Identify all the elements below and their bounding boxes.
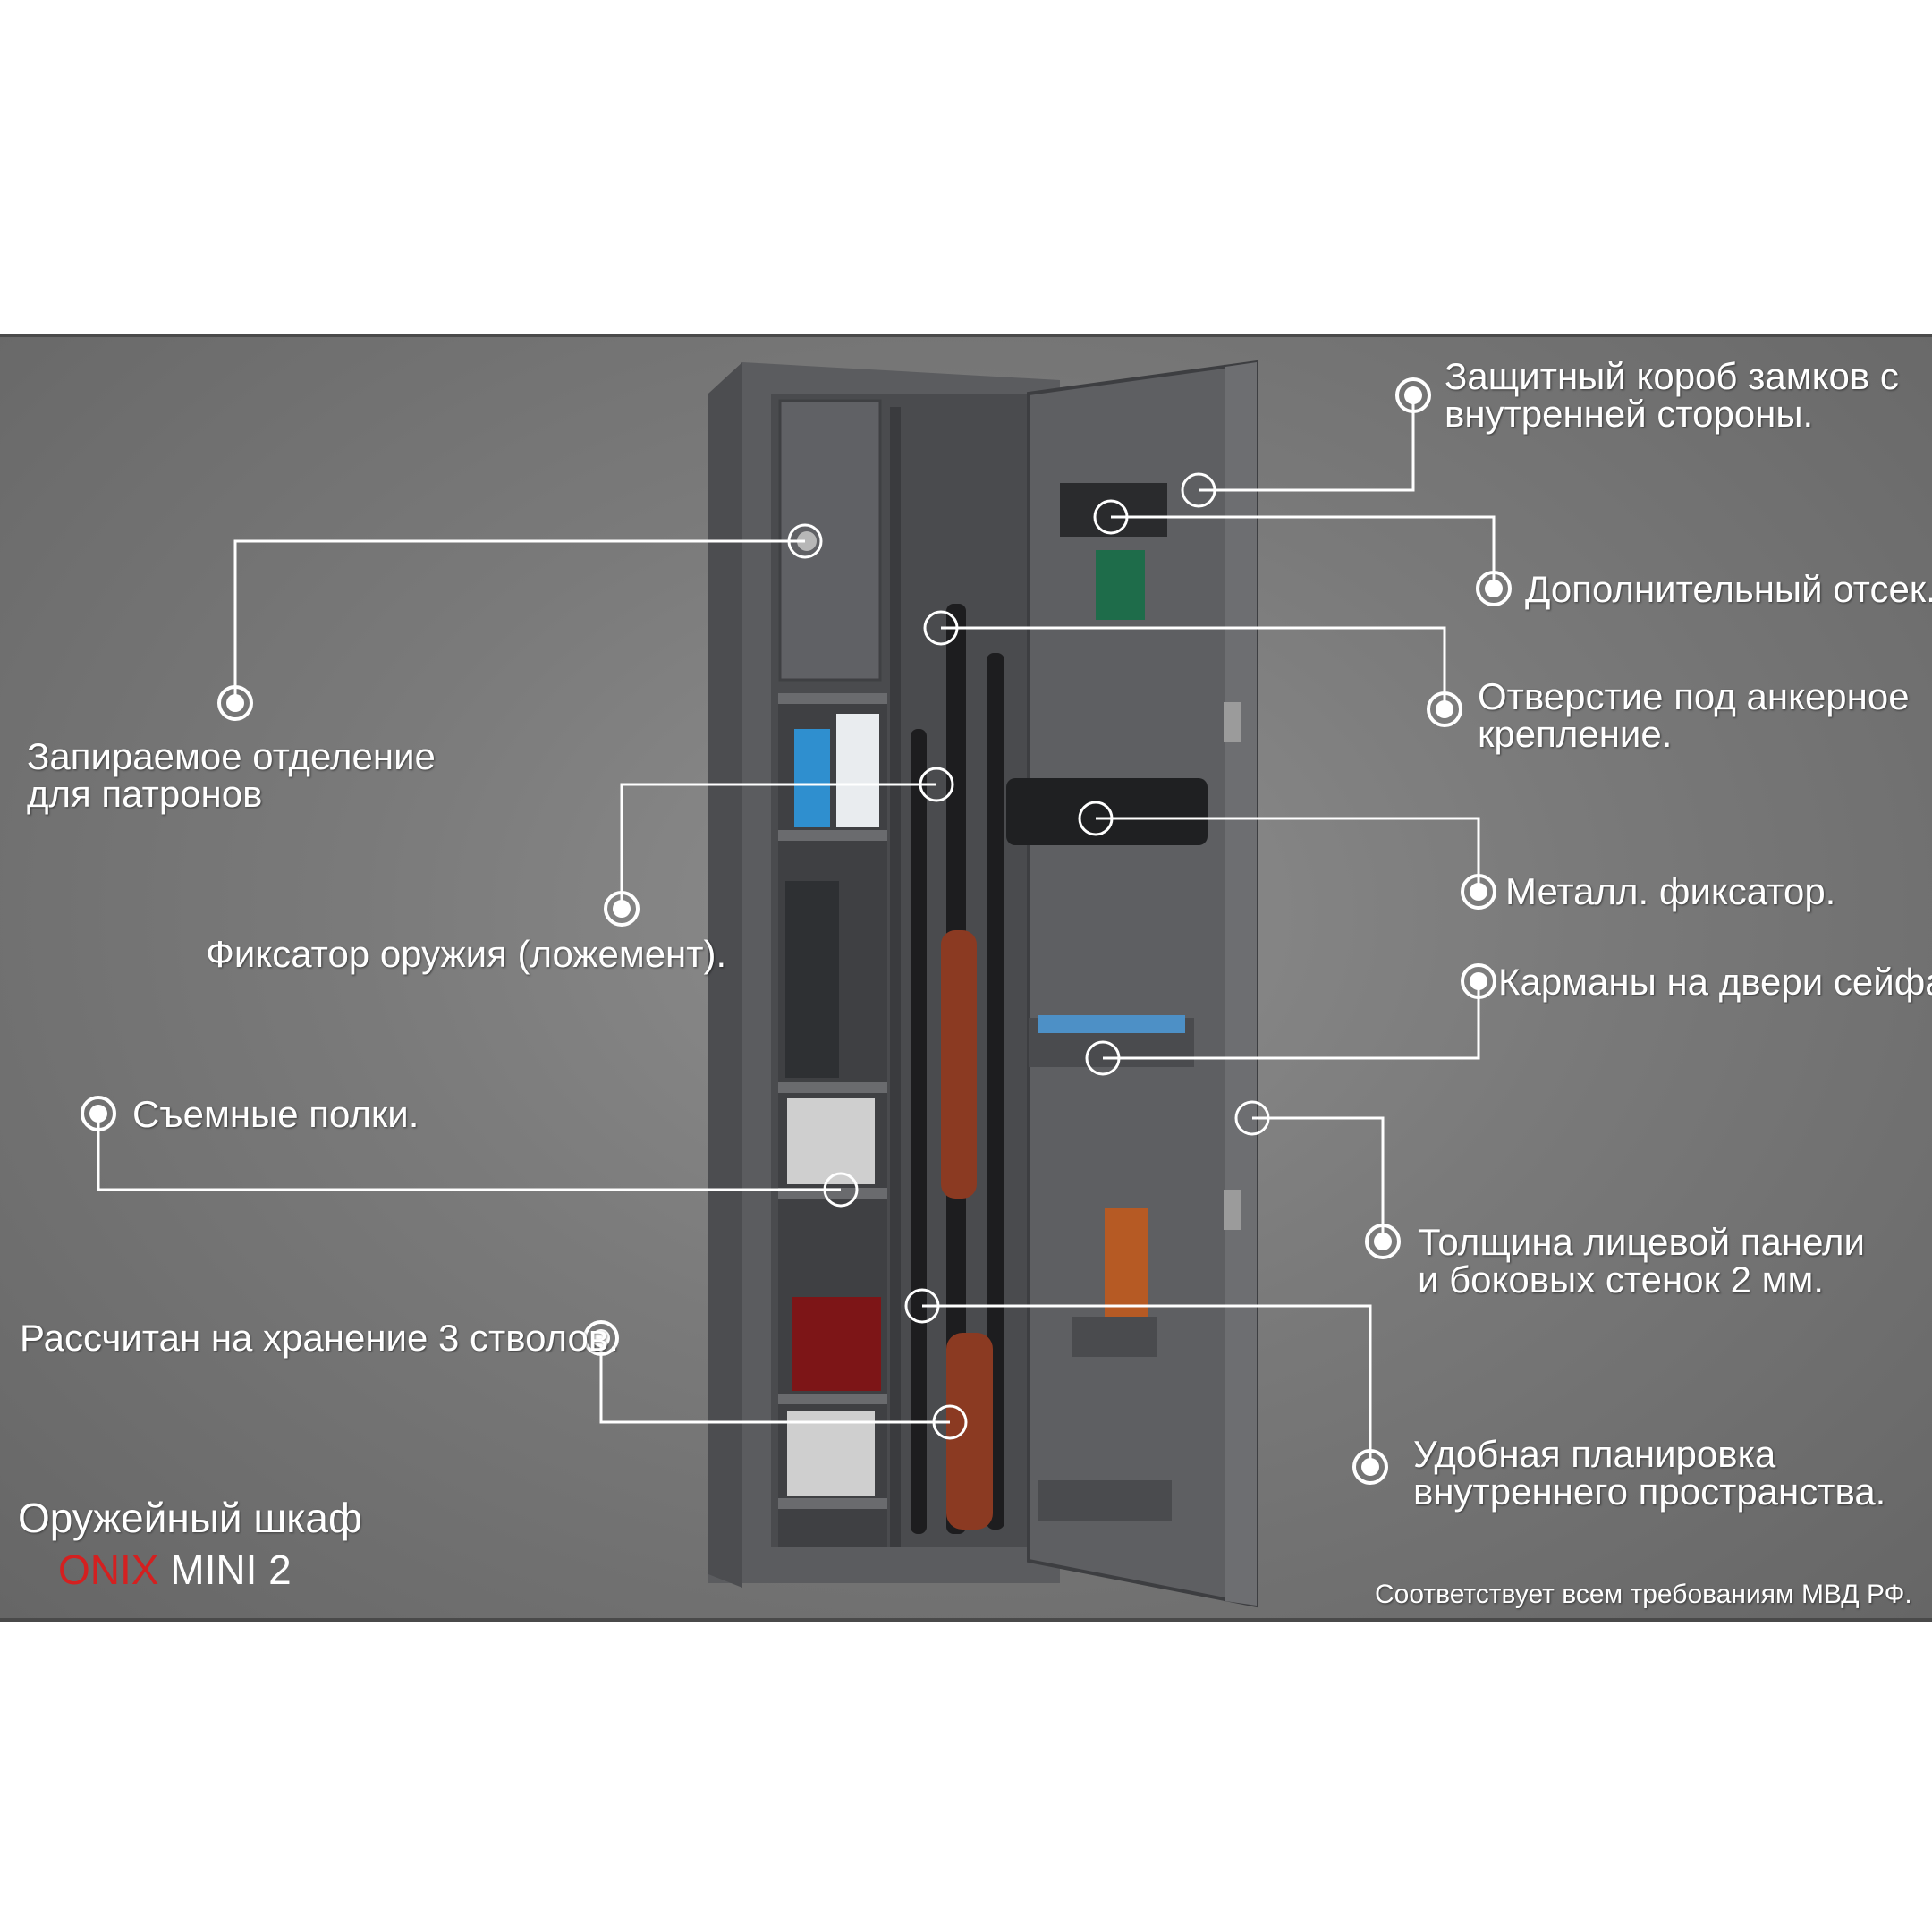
product-brand-model: ONIX MINI 2: [58, 1546, 292, 1594]
marker-panel-thickness: [1234, 1100, 1401, 1259]
marker-door-pockets: [1085, 963, 1496, 1076]
label-lock-box-line2: внутренней стороны.: [1445, 393, 1814, 435]
marker-layout: [904, 1288, 1388, 1485]
label-ammo-compartment-line2: для патронов: [27, 773, 263, 815]
label-capacity: Рассчитан на хранение 3 стволов.: [20, 1317, 619, 1359]
leader-removable-shelves: [97, 1114, 841, 1191]
label-ammo-compartment-line1: Запираемое отделение: [27, 735, 436, 777]
compliance-note: Соответствует всем требованиям МВД РФ.: [1375, 1580, 1912, 1609]
marker-removable-shelves: [80, 1096, 859, 1208]
label-door-pockets: Карманы на двери сейфа.: [1498, 961, 1932, 1003]
callout-markers: [80, 377, 1512, 1485]
label-panel-thickness: Толщина лицевой панели и боковых стенок …: [1418, 1224, 1865, 1299]
marker-ammo-compartment: [217, 523, 823, 721]
marker-anchor-hole: [923, 610, 1462, 727]
leader-metal-clamp: [1096, 817, 1480, 892]
leader-extra-compartment: [1111, 515, 1496, 589]
label-lock-box-line1: Защитный короб замков с: [1445, 355, 1899, 397]
label-ammo-compartment: Запираемое отделение для патронов: [27, 738, 436, 813]
leader-lock-box: [1199, 395, 1415, 492]
label-removable-shelves: Съемные полки.: [132, 1093, 419, 1135]
marker-metal-clamp: [1078, 801, 1496, 910]
label-anchor-hole-line1: Отверстие под анкерное: [1478, 675, 1910, 717]
leader-ammo-compartment: [233, 539, 805, 703]
marker-extra-compartment: [1093, 499, 1512, 606]
marker-gun-holder: [604, 767, 954, 927]
model-name: MINI 2: [170, 1546, 292, 1593]
leader-anchor-hole: [941, 626, 1446, 709]
product-title: Оружейный шкаф: [18, 1495, 362, 1541]
label-layout: Удобная планировка внутреннего пространс…: [1413, 1436, 1885, 1511]
callout-lines: [97, 395, 1496, 1467]
label-panel-thickness-line1: Толщина лицевой панели: [1418, 1221, 1866, 1263]
label-extra-compartment: Дополнительный отсек.: [1525, 568, 1932, 610]
label-layout-line2: внутреннего пространства.: [1413, 1470, 1886, 1513]
label-metal-clamp: Металл. фиксатор.: [1505, 870, 1836, 912]
brand-name: ONIX: [58, 1546, 159, 1593]
leader-panel-thickness: [1252, 1116, 1385, 1241]
marker-capacity: [583, 1320, 968, 1440]
label-anchor-hole: Отверстие под анкерное крепление.: [1478, 678, 1910, 753]
cabinet-body: [708, 360, 1258, 1608]
leader-capacity: [599, 1338, 950, 1424]
label-gun-holder: Фиксатор оружия (ложемент).: [206, 933, 727, 975]
label-layout-line1: Удобная планировка: [1413, 1433, 1776, 1475]
label-lock-box: Защитный короб замков с внутренней сторо…: [1445, 358, 1899, 433]
leader-layout: [922, 1304, 1372, 1467]
leader-door-pockets: [1103, 981, 1480, 1060]
label-anchor-hole-line2: крепление.: [1478, 713, 1673, 755]
leader-gun-holder: [620, 783, 936, 909]
marker-lock-box: [1181, 377, 1431, 508]
label-panel-thickness-line2: и боковых стенок 2 мм.: [1418, 1258, 1825, 1301]
